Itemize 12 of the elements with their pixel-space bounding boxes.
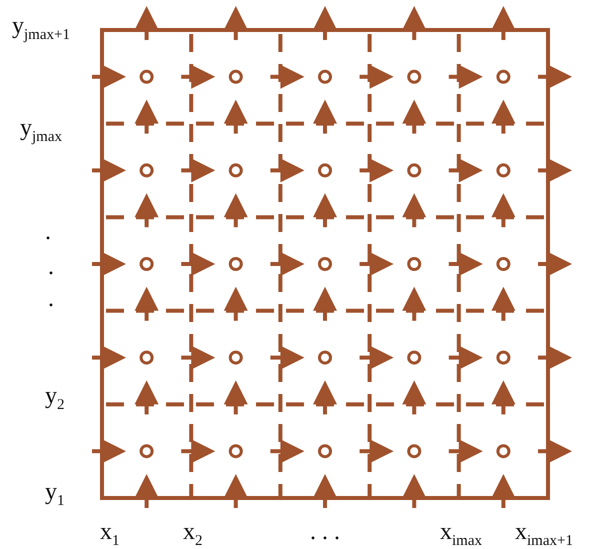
axis-label: y$_{2}$ [45,384,64,413]
axis-label: x$_{2}$ [183,520,202,549]
axis-label: y$_{jmax+1}$ [12,14,70,43]
axis-label: x$_{imax}$ [440,520,482,549]
axis-label: y$_{1}$ [45,480,64,509]
axis-label: . [45,220,51,244]
axis-label: x$_{imax+1}$ [515,520,573,549]
axis-label: . [48,255,54,279]
axis-label: y$_{jmax}$ [20,116,62,145]
axis-label: x$_{1}$ [100,520,120,549]
axis-label: . . . [310,520,340,544]
axis-label: . [48,287,54,311]
